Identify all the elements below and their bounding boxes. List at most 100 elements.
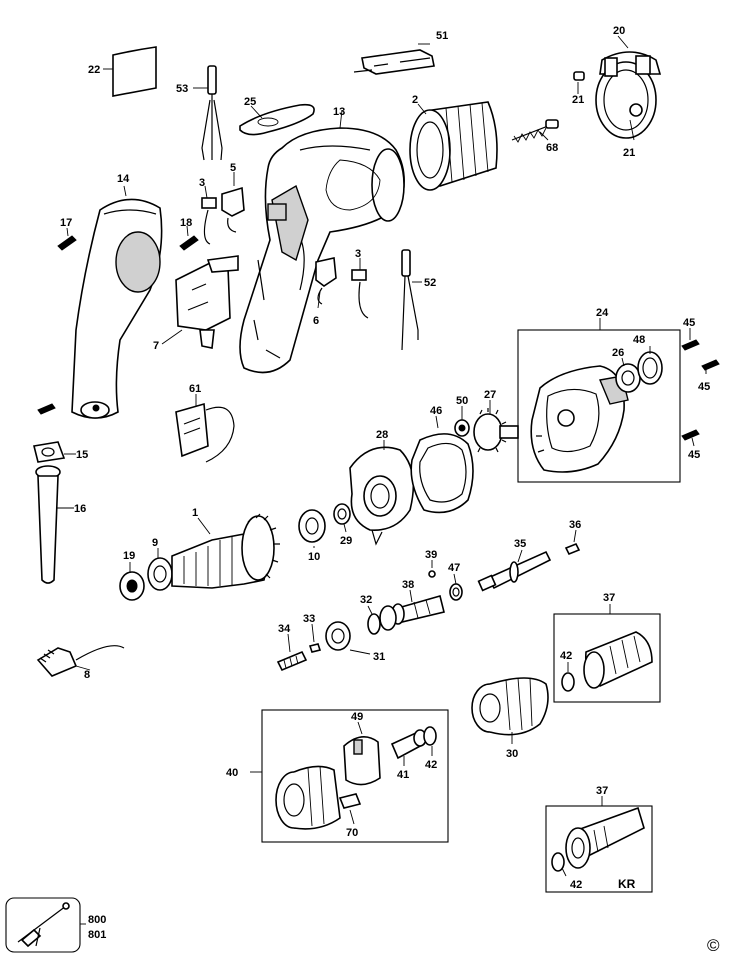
part-68-spring	[511, 119, 559, 143]
label-26: 26	[612, 347, 624, 359]
label-42-a: 42	[560, 650, 572, 662]
part-40-nosepiece-box	[250, 709, 449, 843]
part-2-field-housing	[409, 101, 498, 191]
label-30: 30	[506, 748, 518, 760]
label-33: 33	[303, 613, 315, 625]
label-16: 16	[74, 503, 86, 515]
label-32: 32	[360, 594, 372, 606]
label-3-right: 3	[355, 248, 361, 260]
label-29: 29	[340, 535, 352, 547]
part-21-screw	[573, 71, 585, 94]
part-38-clutch-shaft	[391, 589, 445, 625]
part-800-801-accessory-box	[5, 897, 86, 953]
part-37-kr-box	[545, 796, 653, 893]
part-47-seal	[449, 573, 463, 601]
part-26-bearing	[615, 357, 641, 393]
label-3-left: 3	[199, 177, 205, 189]
part-53-wire-lead	[193, 65, 223, 161]
label-10: 10	[308, 551, 320, 563]
part-31-nut	[325, 621, 371, 655]
part-32-ring	[367, 605, 397, 635]
part-labels: 22 53 25 13 2 51 20 21 21 68 14 3 5 17 1…	[60, 25, 720, 955]
label-51: 51	[436, 30, 448, 42]
part-7-switch	[161, 255, 239, 349]
label-35: 35	[514, 538, 526, 550]
part-20-brush-holder	[595, 35, 662, 141]
label-9: 9	[152, 537, 158, 549]
label-6: 6	[313, 315, 319, 327]
label-22: 22	[88, 64, 100, 76]
part-16-cord-protector	[35, 465, 74, 584]
part-42-ring-b	[423, 726, 437, 756]
part-22-label	[103, 46, 157, 97]
part-18-screw	[179, 225, 199, 251]
label-15: 15	[76, 449, 88, 461]
label-38: 38	[402, 579, 414, 591]
label-45-middle: 45	[698, 381, 710, 393]
part-42-ring-c	[551, 852, 567, 877]
label-45-top: 45	[683, 317, 695, 329]
label-68: 68	[546, 142, 558, 154]
label-40: 40	[226, 767, 238, 779]
part-45-screw-middle	[701, 359, 720, 374]
part-6-brush-spring	[315, 257, 337, 309]
label-45-bottom: 45	[688, 449, 700, 461]
copyright-mark: ©	[707, 936, 720, 955]
label-42-c: 42	[570, 879, 582, 891]
part-42-ring-a	[561, 662, 575, 692]
label-17: 17	[60, 217, 72, 229]
label-18: 18	[180, 217, 192, 229]
part-19-washer	[119, 562, 145, 601]
part-33-pin	[308, 623, 322, 653]
label-41: 41	[397, 769, 409, 781]
label-53: 53	[176, 83, 188, 95]
label-801: 801	[88, 929, 106, 941]
label-14: 14	[117, 173, 130, 185]
part-10-bearing	[298, 509, 326, 548]
label-52: 52	[424, 277, 436, 289]
label-36: 36	[569, 519, 581, 531]
label-kr: KR	[618, 877, 636, 891]
label-28: 28	[376, 429, 388, 441]
label-37-bottom: 37	[596, 785, 608, 797]
label-13: 13	[333, 106, 345, 118]
handle-screw	[37, 403, 56, 415]
label-42-b: 42	[425, 759, 437, 771]
part-37-nose-cone-box	[553, 604, 661, 703]
label-50: 50	[456, 395, 468, 407]
part-29-washer	[333, 503, 351, 533]
part-34-spring	[276, 633, 308, 672]
label-24: 24	[596, 307, 609, 319]
part-52-lead-wire	[401, 249, 422, 351]
part-5-brush-spring	[221, 172, 245, 233]
label-2: 2	[412, 94, 418, 106]
label-61: 61	[189, 383, 201, 395]
label-70: 70	[346, 827, 358, 839]
label-5: 5	[230, 162, 236, 174]
part-46-gasket	[410, 415, 474, 514]
part-25-nameplate	[239, 103, 315, 136]
label-21-top: 21	[572, 94, 584, 106]
label-7: 7	[153, 340, 159, 352]
part-61-connector	[175, 394, 235, 463]
label-21-bottom: 21	[623, 147, 635, 159]
label-37-top: 37	[603, 592, 615, 604]
part-24-gear-housing-box	[517, 318, 681, 483]
part-9-bearing	[147, 548, 173, 591]
label-46: 46	[430, 405, 442, 417]
part-48-retaining-ring	[637, 346, 663, 385]
part-14-handle	[71, 185, 163, 419]
part-3-carbon-brush-right	[351, 258, 369, 319]
part-17-screw	[57, 227, 77, 251]
label-8: 8	[84, 669, 90, 681]
label-47: 47	[448, 562, 460, 574]
label-31: 31	[373, 651, 385, 663]
part-36-pin	[564, 529, 581, 556]
part-27-gear	[473, 400, 519, 453]
label-39: 39	[425, 549, 437, 561]
part-3-carbon-brush-left	[201, 185, 217, 245]
label-19: 19	[123, 550, 135, 562]
part-35-spindle	[477, 549, 552, 592]
label-25: 25	[244, 96, 256, 108]
